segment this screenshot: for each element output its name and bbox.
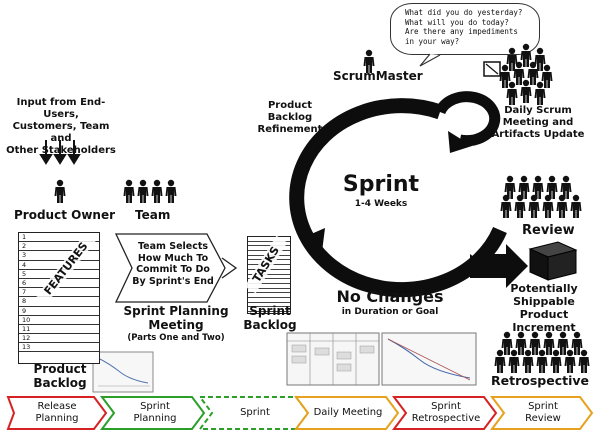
- backlog-row: 3: [19, 251, 99, 261]
- flow-step-label: Sprint Planning: [133, 401, 177, 424]
- backlog-row: 10: [19, 316, 99, 325]
- backlog-row: 13: [19, 343, 99, 353]
- daily-scrum-line: Daily Scrum: [504, 105, 572, 116]
- cycle-arrow-icon: [289, 91, 528, 298]
- team-label: Team: [135, 208, 171, 222]
- team-selects-line: Team Selects: [137, 241, 209, 252]
- no-changes-label: No Changes: [336, 287, 444, 306]
- team-selects-line: Commit To Do: [136, 264, 210, 275]
- sprint-title: Sprint: [342, 172, 420, 197]
- input-arrows: [39, 140, 81, 165]
- person-icon: [54, 179, 66, 203]
- flow-step-sprint-review[interactable]: Sprint Review: [500, 397, 586, 429]
- product-backlog-line: Backlog: [33, 376, 87, 390]
- increment-label: Potentially Shippable Product Increment: [490, 282, 598, 334]
- product-backlog-label: Product Backlog: [20, 362, 100, 390]
- taskboard-thumbnail: [286, 332, 380, 386]
- burndown-thumbnail: [92, 351, 154, 393]
- backlog-row: 11: [19, 325, 99, 335]
- increment-line: Shippable Product: [513, 295, 575, 321]
- team-selects-chevron: [114, 233, 226, 303]
- input-line: Input from End-Users,: [16, 97, 106, 120]
- question-line: What did you do yesterday?: [405, 8, 523, 17]
- backlog-row: 9: [19, 307, 99, 316]
- team-icon: [500, 175, 582, 218]
- flow-step-release-planning[interactable]: Release Planning: [14, 397, 100, 429]
- team-selects-line: How Much To: [137, 252, 209, 264]
- process-flow: [6, 396, 594, 430]
- increment-line: Potentially: [510, 282, 578, 295]
- flow-step-label: Sprint: [240, 407, 270, 418]
- flow-step-label: Sprint Review: [525, 401, 561, 424]
- flow-step-sprint-planning[interactable]: Sprint Planning: [110, 397, 200, 429]
- backlog-row: 8: [19, 297, 99, 307]
- team-selects-line: By Sprint's End: [132, 275, 214, 287]
- refinement-line: Refinement: [257, 124, 323, 135]
- sprint-backlog-line: Backlog: [243, 318, 297, 332]
- question-line: Are there any impediments: [405, 27, 518, 36]
- sprint-planning-label: Sprint Planning Meeting: [106, 304, 246, 332]
- flow-step-label: Release Planning: [35, 401, 79, 424]
- daily-scrum-line: Artifacts Update: [491, 129, 585, 140]
- review-label: Review: [522, 223, 575, 238]
- backlog-row: 7: [19, 288, 99, 298]
- sprint-chart-thumbnail: [381, 332, 477, 386]
- scrum-master-label: ScrumMaster: [333, 69, 423, 83]
- input-line: Customers, Team and: [12, 121, 110, 144]
- refinement-line: Product: [267, 100, 313, 111]
- sprint-planning-sub: (Parts One and Two): [127, 333, 225, 343]
- sprint-backlog-label: Sprint Backlog: [240, 304, 300, 332]
- flow-step-sprint[interactable]: Sprint: [208, 397, 302, 429]
- flow-step-label: Sprint Retrospective: [411, 401, 481, 424]
- refinement-line: Backlog: [267, 112, 313, 123]
- backlog-row: 2: [19, 242, 99, 252]
- retrospective-label: Retrospective: [491, 373, 589, 388]
- sprint-backlog-line: Sprint: [249, 304, 291, 318]
- backlog-row: 12: [19, 334, 99, 344]
- no-changes-sub: in Duration or Goal: [341, 307, 439, 317]
- arrow-icon: [470, 244, 528, 288]
- team-icon: [123, 179, 177, 203]
- increment-line: Increment: [512, 321, 576, 334]
- sprint-planning-line: Sprint Planning: [123, 304, 229, 318]
- daily-scrum-label: Daily Scrum Meeting and Artifacts Update: [488, 105, 588, 141]
- team-icon: [499, 43, 553, 105]
- product-backlog-list: 1 2 3 4 5 6 7 8 9 10 11 12 13: [18, 232, 100, 364]
- flow-step-label: Daily Meeting: [313, 407, 383, 418]
- team-icon: [494, 331, 590, 373]
- backlog-row: 1: [19, 233, 99, 243]
- daily-scrum-line: Meeting and: [502, 117, 574, 128]
- team-selects-text: Team Selects How Much To Commit To Do By…: [131, 241, 215, 287]
- sprint-planning-line: Meeting: [148, 318, 204, 332]
- sprint-duration: 1-4 Weeks: [354, 199, 408, 209]
- bubble-tail: [419, 53, 441, 67]
- product-backlog-line: Product: [33, 362, 87, 376]
- flow-step-sprint-retrospective[interactable]: Sprint Retrospective: [402, 397, 490, 429]
- cube-icon: [528, 241, 578, 281]
- question-line: in your way?: [405, 36, 460, 46]
- daily-questions-bubble: What did you do yesterday? What will you…: [390, 3, 540, 55]
- stakeholder-input-label: Input from End-Users, Customers, Team an…: [2, 97, 120, 157]
- flow-step-daily-meeting[interactable]: Daily Meeting: [304, 397, 392, 429]
- product-owner-label: Product Owner: [14, 208, 116, 222]
- refinement-label: Product Backlog Refinement: [255, 100, 325, 136]
- input-line: Other Stakeholders: [6, 145, 116, 156]
- question-line: What will you do today?: [405, 17, 509, 27]
